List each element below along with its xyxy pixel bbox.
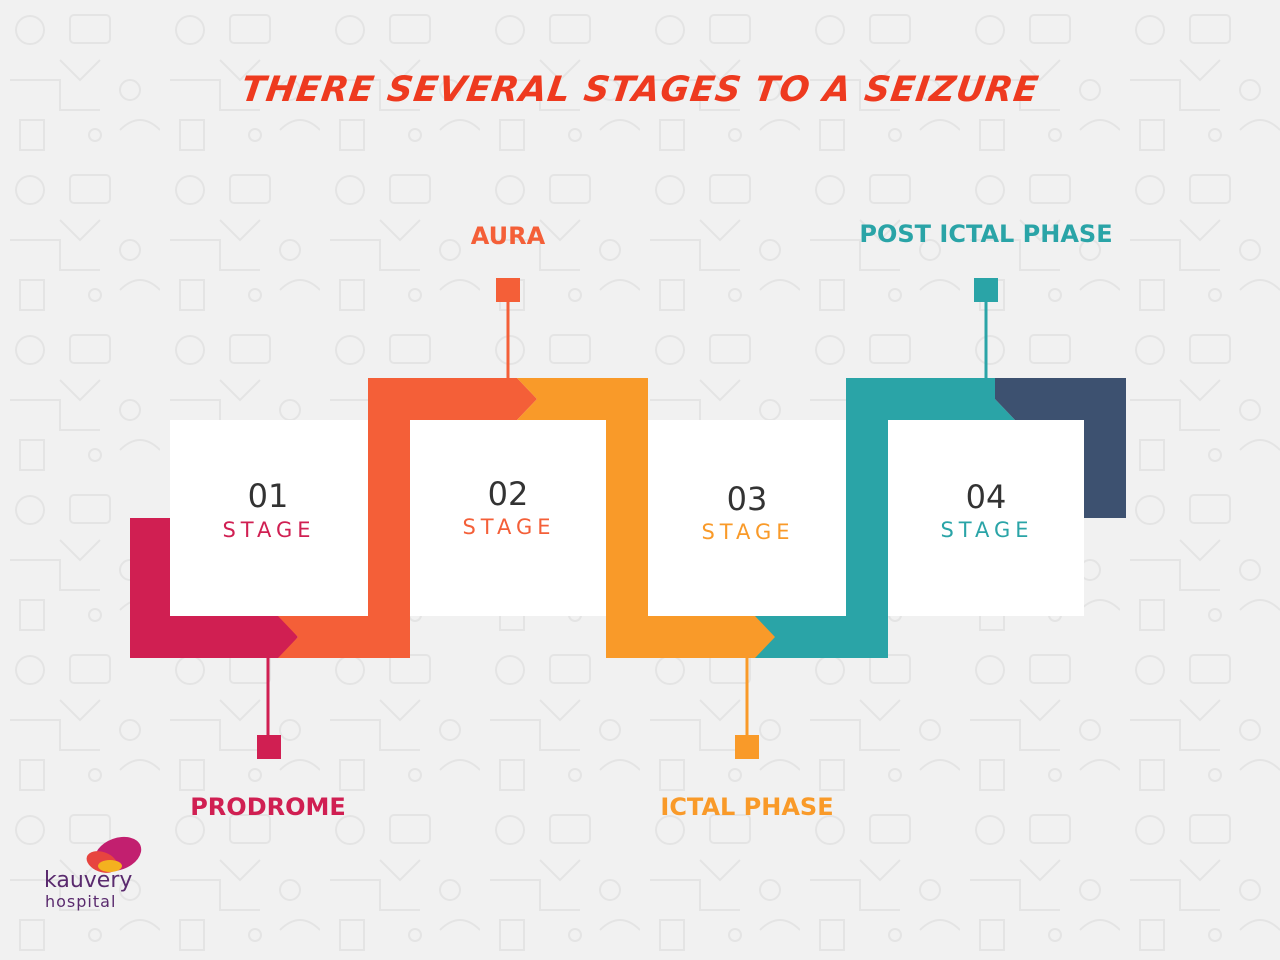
phase-prodrome: PRODROME bbox=[190, 793, 346, 821]
stage-3-number: 03 bbox=[726, 480, 768, 518]
stage-1-number: 01 bbox=[247, 477, 289, 515]
stage-4-label: STAGE bbox=[940, 518, 1034, 542]
stage-2-number: 02 bbox=[487, 475, 529, 513]
logo-subtitle: hospital bbox=[45, 892, 117, 911]
postictal-connector-square bbox=[974, 278, 998, 302]
phase-ictal: ICTAL PHASE bbox=[660, 793, 834, 821]
phase-aura: AURA bbox=[470, 222, 546, 250]
stage-1-label: STAGE bbox=[222, 518, 316, 542]
stage-2-label: STAGE bbox=[462, 515, 556, 539]
logo-name: kauvery bbox=[44, 868, 133, 893]
kauvery-logo-icon bbox=[86, 836, 142, 873]
end-band bbox=[995, 378, 1126, 518]
phase-post-ictal: POST ICTAL PHASE bbox=[859, 220, 1113, 248]
stage-card-1 bbox=[170, 420, 368, 616]
stage-2-band bbox=[278, 378, 537, 658]
stage-4-number: 04 bbox=[965, 478, 1007, 516]
stage-card-4 bbox=[888, 420, 1084, 616]
stage-card-2 bbox=[410, 420, 606, 616]
ictal-connector-square bbox=[735, 735, 759, 759]
stage-3-label: STAGE bbox=[701, 520, 795, 544]
stage-4-band bbox=[755, 378, 1015, 658]
stage-1-band bbox=[130, 518, 298, 658]
stage-3-band bbox=[517, 378, 777, 658]
stage-card-3 bbox=[648, 420, 846, 616]
prodrome-connector-square bbox=[257, 735, 281, 759]
aura-connector-square bbox=[496, 278, 520, 302]
